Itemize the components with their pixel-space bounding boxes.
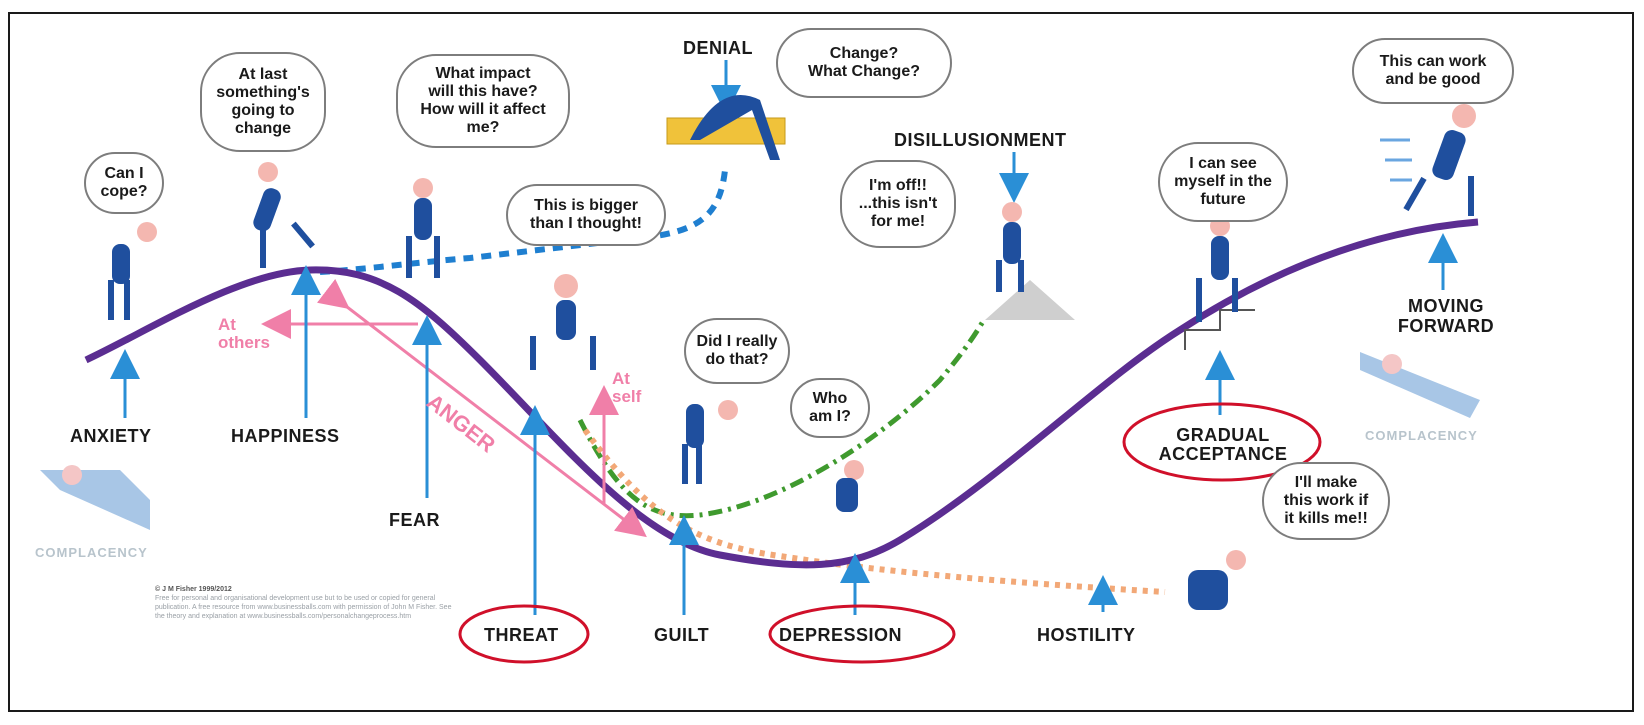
label-at-self: At self bbox=[612, 369, 642, 406]
depression-highlight bbox=[768, 604, 956, 664]
hostility-path bbox=[582, 428, 1166, 595]
copyright-body: Free for personal and organisational dev… bbox=[155, 595, 452, 620]
copyright-note: © J M Fisher 1999/2012 Free for personal… bbox=[155, 585, 455, 621]
figure-disillusion bbox=[996, 202, 1024, 292]
acceptance-steps bbox=[1184, 309, 1255, 350]
label-disillusionment: DISILLUSIONMENT bbox=[894, 130, 1067, 150]
label-guilt: GUILT bbox=[654, 625, 710, 645]
bubble-ill-make: I'll make this work if it kills me!! bbox=[1262, 462, 1390, 540]
figure-complacency-right bbox=[1360, 352, 1480, 418]
anger-arrow bbox=[316, 278, 647, 538]
label-acceptance: ACCEPTANCE bbox=[1158, 444, 1288, 464]
label-complacency-left: COMPLACENCY bbox=[35, 545, 148, 560]
label-hostility: HOSTILITY bbox=[1037, 625, 1136, 645]
label-happiness: HAPPINESS bbox=[231, 426, 340, 446]
label-threat: THREAT bbox=[484, 625, 559, 645]
figure-moving-forward bbox=[1380, 104, 1476, 216]
figure-hostility bbox=[1188, 550, 1246, 610]
label-gradual: GRADUAL bbox=[1176, 425, 1270, 445]
label-moving: MOVING bbox=[1407, 296, 1484, 316]
figure-threat bbox=[530, 274, 596, 370]
label-denial: DENIAL bbox=[683, 38, 753, 58]
bubble-did-i: Did I really do that? bbox=[684, 318, 790, 384]
figure-denial bbox=[690, 95, 780, 160]
denial-path bbox=[319, 169, 728, 275]
figure-anxiety bbox=[108, 222, 157, 320]
figure-depression bbox=[836, 460, 864, 512]
label-anxiety: ANXIETY bbox=[70, 426, 152, 446]
bubble-at-last: At last something's going to change bbox=[200, 52, 326, 152]
bubble-this-can-work: This can work and be good bbox=[1352, 38, 1514, 104]
bubble-who-am-i: Who am I? bbox=[790, 378, 870, 438]
label-forward: FORWARD bbox=[1397, 316, 1495, 336]
label-depression: DEPRESSION bbox=[779, 625, 903, 645]
figure-complacency-left bbox=[40, 465, 150, 530]
label-fear: FEAR bbox=[389, 510, 440, 530]
figure-guilt bbox=[682, 400, 738, 484]
bubble-what-impact: What impact will this have? How will it … bbox=[396, 54, 570, 148]
threat-highlight bbox=[458, 604, 590, 664]
copyright-title: © J M Fisher 1999/2012 bbox=[155, 586, 232, 593]
figure-happiness bbox=[253, 162, 315, 268]
label-complacency-right: COMPLACENCY bbox=[1365, 428, 1478, 443]
figure-fear bbox=[406, 178, 440, 278]
bubble-can-i-cope: Can I cope? bbox=[84, 152, 164, 214]
label-at-others: At others bbox=[218, 315, 270, 352]
bubble-see-myself: I can see myself in the future bbox=[1158, 142, 1288, 222]
diagram-frame bbox=[8, 12, 1634, 712]
bubble-bigger: This is bigger than I thought! bbox=[506, 184, 666, 246]
disillusion-ramp bbox=[985, 280, 1075, 320]
bubble-im-off: I'm off!! ...this isn't for me! bbox=[840, 160, 956, 248]
acceptance-highlight bbox=[1122, 402, 1322, 482]
bubble-change: Change? What Change? bbox=[776, 28, 952, 98]
